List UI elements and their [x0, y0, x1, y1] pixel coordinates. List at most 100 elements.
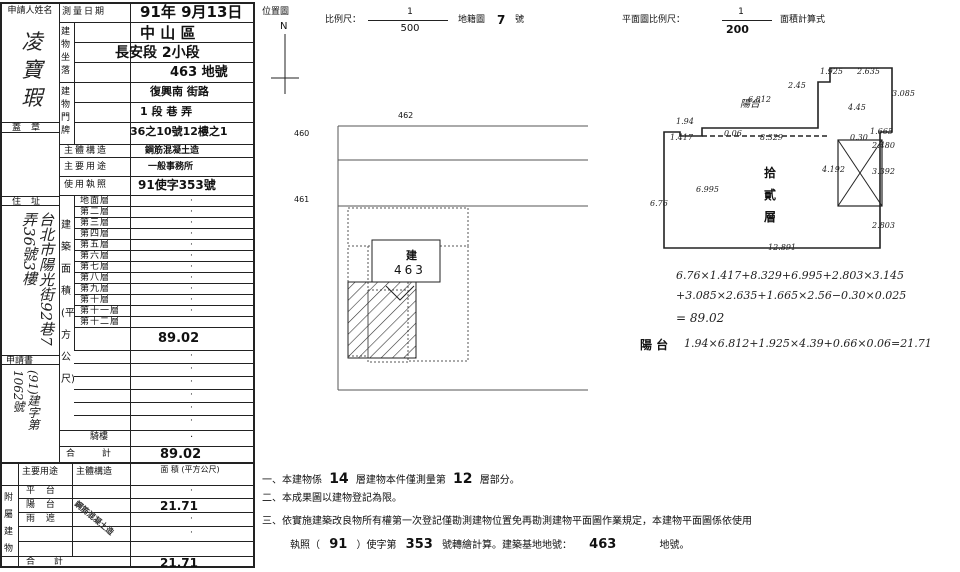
floor-value: ·	[190, 306, 193, 316]
structure-stamp: 鋼筋混凝土造	[72, 499, 116, 537]
seal-label: 蓋章	[12, 123, 51, 133]
address-label: 住址	[12, 197, 51, 207]
dimension-label: 3.085	[892, 89, 915, 98]
accessory-value: ·	[190, 486, 193, 496]
door-no: 36之10號12樓之1	[130, 125, 228, 138]
dimension-label: 1.94	[676, 117, 694, 126]
dimension-label: 2.45	[788, 81, 806, 90]
extra-row-value: ·	[190, 377, 193, 387]
floor-name: 地面層	[80, 196, 111, 206]
floor-plan-title: 平面圖比例尺：	[622, 15, 686, 25]
balcony-calc-label: 陽 台	[640, 338, 669, 352]
floor-value: ·	[190, 262, 193, 272]
use-value: 一般事務所	[148, 162, 194, 172]
floor-name: 第七層	[80, 262, 111, 272]
accessory-value: ·	[190, 514, 193, 524]
calc-line-3: = 89.02	[676, 311, 725, 325]
location-map	[271, 34, 588, 391]
accessory-col-structure: 主體構造	[76, 467, 113, 477]
accessory-name: 雨 遮	[26, 514, 59, 524]
floor-name: 第十層	[80, 295, 111, 305]
calc-line-1: 6.76×1.417+8.329+6.995+2.803×3.145	[676, 269, 905, 282]
location-label: 建物坐落	[61, 27, 71, 76]
floor-value: 89.02	[158, 331, 200, 346]
total-value: 89.02	[160, 447, 202, 462]
app-no-value: (91)建字第1062號	[11, 370, 40, 431]
section-lane: 1 段 巷 弄	[140, 105, 193, 118]
dimension-label: 6.995	[696, 185, 719, 194]
dimension-label: 6.812	[748, 95, 771, 104]
floor-value: ·	[190, 196, 193, 206]
sheet-label: 地籍圖	[458, 15, 486, 25]
floor-plan-outline	[663, 67, 893, 249]
area-calc-label: 面積計算式	[780, 15, 826, 25]
extra-row-value: ·	[190, 403, 193, 413]
door-label: 建物門牌	[61, 87, 71, 136]
north-label: N	[280, 21, 288, 32]
lot-462: 462	[398, 111, 414, 120]
structure-label: 主體構造	[64, 146, 109, 156]
floor-name: 第五層	[80, 240, 111, 250]
note-4: 執照（ 91 ）使字第 353 號轉繪計算。建築基地地號： 463 地號。	[290, 537, 690, 552]
survey-date-value: 91年 9月13日	[140, 3, 243, 21]
lot-no: 463 地號	[170, 65, 228, 80]
floor-name: 第十二層	[80, 317, 121, 327]
floor-name: 第四層	[80, 229, 111, 239]
dimension-label: 8.329	[760, 133, 783, 142]
sheet-unit: 號	[515, 15, 525, 25]
dimension-label: 12.891	[768, 243, 796, 252]
address-value: 台北市陽光街92巷7弄36號3樓	[20, 212, 55, 346]
floor-plan-scale-den: 200	[726, 23, 749, 36]
license-label: 使用執照	[64, 180, 109, 190]
location-scale-label: 比例尺：	[325, 15, 362, 25]
location-scale-num: 1	[407, 7, 413, 17]
extra-row-value: ·	[190, 416, 193, 426]
note-2: 二、本成果圖以建物登記為限。	[262, 493, 402, 504]
dimension-label: 0.06	[724, 129, 742, 138]
accessory-col-use: 主要用途	[22, 467, 59, 477]
floor-value: ·	[190, 251, 193, 261]
floor-value: ·	[190, 273, 193, 283]
street: 復興南 街路	[150, 85, 209, 98]
accessory-col-area: 面 積 (平方公尺)	[160, 465, 220, 474]
section: 長安段 2小段	[115, 45, 200, 61]
survey-date-label: 測量日期	[62, 7, 107, 17]
floor-name: 第九層	[80, 284, 111, 294]
floor-plan-scale-bar	[722, 20, 772, 21]
dimension-label: 3.392	[872, 167, 895, 176]
extra-row-value: ·	[190, 364, 193, 374]
calc-line-2: +3.085×2.635+1.665×2.56−0.30×0.025	[676, 289, 907, 302]
floor-name: 第六層	[80, 251, 111, 261]
dimension-label: 6.76	[650, 199, 668, 208]
location-map-title: 位置圖	[262, 7, 290, 17]
extra-row-value: ·	[190, 351, 193, 361]
dimension-label: 2.480	[872, 141, 895, 150]
lot-460: 460	[294, 129, 310, 138]
accessory-name: 平 台	[26, 486, 59, 496]
dimension-label: 2.803	[872, 221, 895, 230]
city-district: 中 山 區	[140, 24, 196, 42]
location-scale-den: 500	[400, 23, 420, 34]
floor-name: 第二層	[80, 207, 111, 217]
accessory-total-value: 21.71	[160, 556, 198, 570]
lot-461: 461	[294, 195, 310, 204]
accessory-value: ·	[190, 528, 193, 538]
floor-value: ·	[190, 229, 193, 239]
dimension-label: 1.417	[670, 133, 693, 142]
floor-value: ·	[190, 284, 193, 294]
applicant-name: 凌寶瑕	[21, 30, 43, 110]
arcade-label: 騎樓	[90, 432, 109, 442]
floor-name: 第三層	[80, 218, 111, 228]
floors-label: 建築面積(平方公尺)	[61, 220, 75, 385]
structure-value: 鋼筋混凝土造	[145, 146, 200, 156]
license-value: 91使字353號	[138, 178, 216, 192]
balcony-calc: 1.94×6.812+1.925×4.39+0.66×0.06=21.71	[684, 337, 932, 350]
floor-name: 第八層	[80, 273, 111, 283]
dimension-label: 2.635	[857, 67, 880, 76]
dimension-label: 1.925	[820, 67, 843, 76]
note-3: 三、依實施建築改良物所有權第一次登記僅勘測建物位置免再勘測建物平面圖作業規定，本…	[262, 516, 752, 527]
floor-name: 第十一層	[80, 306, 121, 316]
floor-plan-scale-num: 1	[738, 7, 744, 17]
building-footprint	[347, 239, 441, 359]
